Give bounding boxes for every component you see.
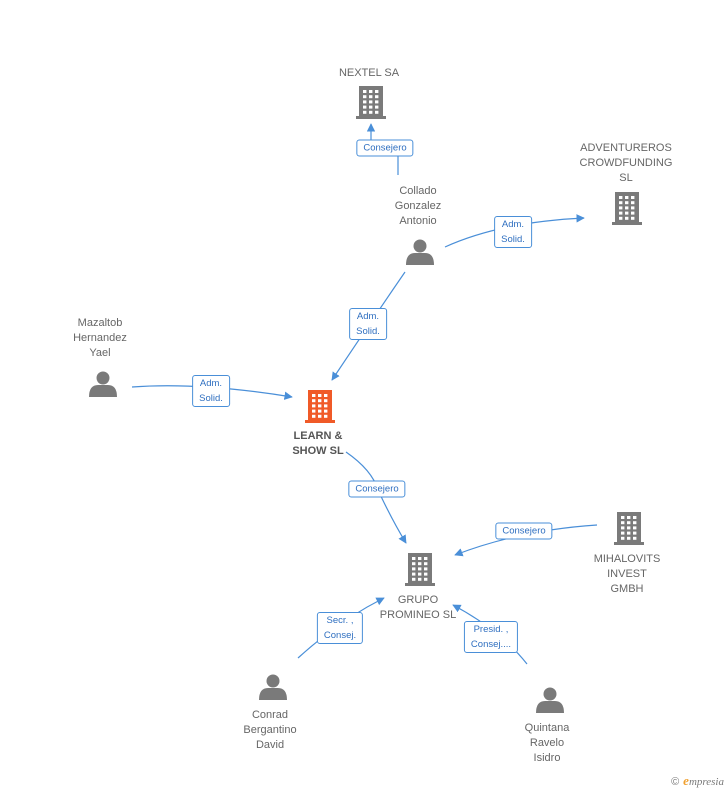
edge-learn-to-grupo xyxy=(345,451,407,544)
edge-label-line: Adm. xyxy=(356,311,380,322)
node-label-line: Ravelo xyxy=(529,737,565,749)
node-label-line: INVEST xyxy=(607,568,647,580)
edge-label-e8[interactable]: Presid. , Consej.... xyxy=(463,621,519,653)
edge-label-line: Presid. , xyxy=(473,624,509,635)
node-label-line: Gonzalez xyxy=(394,200,442,212)
person-icon[interactable] xyxy=(89,371,117,398)
node-label-adventureros[interactable]: ADVENTUREROS CROWDFUNDING SL xyxy=(580,141,673,186)
edge-label-line: Adm. xyxy=(501,219,525,230)
node-label-nextel[interactable]: NEXTEL SA xyxy=(339,66,399,81)
node-label-line: Quintana xyxy=(524,722,570,734)
person-icon[interactable] xyxy=(259,674,287,701)
copyright-symbol: © xyxy=(671,776,680,788)
edge-label-line: Adm. xyxy=(199,378,223,389)
edge-label-line: Consej.... xyxy=(470,639,512,650)
node-label-line: David xyxy=(255,739,285,751)
node-label-line: SL xyxy=(619,172,633,184)
node-label-line: MIHALOVITS xyxy=(593,553,661,565)
edge-label-line: Consejero xyxy=(502,525,546,537)
edge-label-e7[interactable]: Secr. , Consej. xyxy=(316,612,364,644)
edge-label-line: Solid. xyxy=(356,326,380,337)
edge-label-line: Consej. xyxy=(323,630,357,641)
building-icon[interactable] xyxy=(356,86,386,119)
edge-label-e5[interactable]: Consejero xyxy=(348,480,406,498)
node-label-line: ADVENTUREROS xyxy=(580,142,672,154)
building-icon[interactable] xyxy=(305,390,335,423)
node-label-line: Isidro xyxy=(533,752,561,764)
node-label-line: GMBH xyxy=(610,583,644,595)
person-icon[interactable] xyxy=(406,239,434,266)
node-label-line: Bergantino xyxy=(243,724,297,736)
node-label-grupo[interactable]: GRUPO PROMINEO SL xyxy=(380,593,456,623)
building-icon[interactable] xyxy=(614,512,644,545)
person-icon[interactable] xyxy=(536,687,564,714)
brand-initial: e xyxy=(683,773,689,788)
building-icon[interactable] xyxy=(405,553,435,586)
node-label-line: Conrad xyxy=(251,709,289,721)
node-label-line: SHOW SL xyxy=(292,445,344,457)
node-label-line: NEXTEL SA xyxy=(338,67,400,79)
nodes-layer xyxy=(89,86,644,713)
node-label-line: Collado xyxy=(399,185,437,197)
edge-label-line: Solid. xyxy=(199,393,223,404)
edge-label-e3[interactable]: Adm. Solid. xyxy=(349,308,387,340)
brand-footer[interactable]: ©empresia xyxy=(671,773,724,789)
edge-label-e6[interactable]: Consejero xyxy=(495,522,553,540)
node-label-mihalovits[interactable]: MIHALOVITS INVEST GMBH xyxy=(594,552,661,597)
brand-name: mpresia xyxy=(688,776,724,788)
node-label-line: LEARN & xyxy=(293,430,343,442)
edge-label-e2[interactable]: Adm. Solid. xyxy=(494,216,532,248)
node-label-line: Hernandez xyxy=(73,332,127,344)
building-icon[interactable] xyxy=(612,192,642,225)
node-label-line: Yael xyxy=(89,347,111,359)
node-label-line: GRUPO xyxy=(397,594,439,606)
node-label-line: PROMINEO SL xyxy=(379,609,457,621)
node-label-learn[interactable]: LEARN & SHOW SL xyxy=(292,429,343,459)
edge-label-line: Secr. , xyxy=(326,615,354,626)
edge-label-line: Consejero xyxy=(355,483,399,495)
node-label-line: Antonio xyxy=(399,215,437,227)
node-label-line: CROWDFUNDING xyxy=(579,157,673,169)
node-label-line: Mazaltob xyxy=(77,317,123,329)
edge-label-e4[interactable]: Adm. Solid. xyxy=(192,375,230,407)
edge-label-line: Consejero xyxy=(363,142,407,154)
edge-label-e1[interactable]: Consejero xyxy=(356,139,414,157)
edge-label-line: Solid. xyxy=(501,234,525,245)
